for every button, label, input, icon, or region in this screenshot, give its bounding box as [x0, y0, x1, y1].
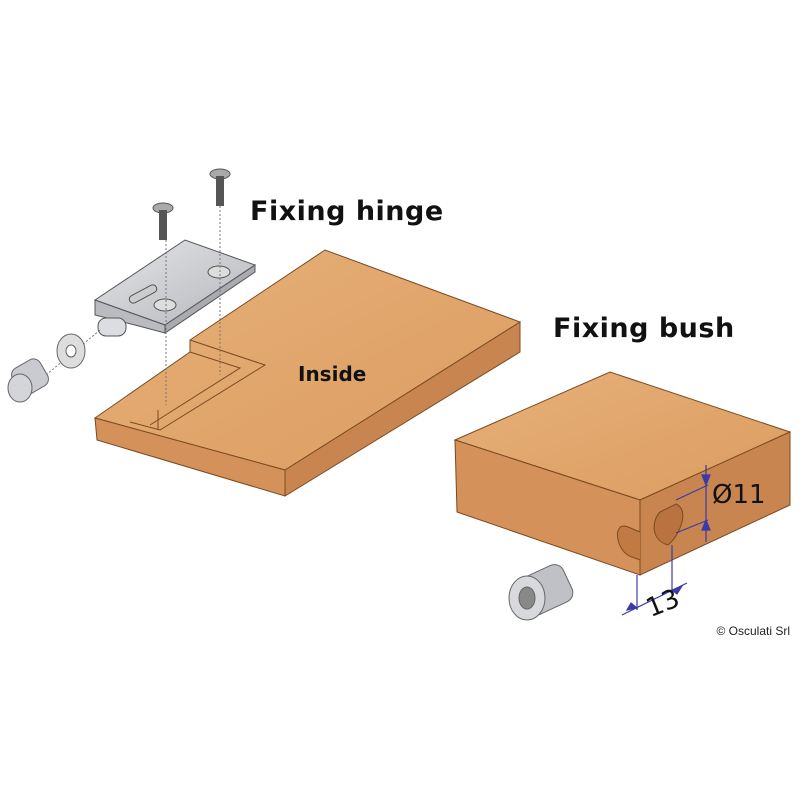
- fixing-hinge-label: Fixing hinge: [250, 196, 444, 227]
- copyright-notice: © Osculati Srl: [716, 624, 790, 638]
- board-side-face: [284, 321, 521, 497]
- hinge-plate: [93, 239, 257, 337]
- hinge-board: [93, 249, 522, 497]
- alignment-lines: [39, 206, 221, 405]
- fixing-bush-icon: [508, 564, 574, 621]
- fixing-bush-label: Fixing bush: [553, 313, 735, 344]
- rebate-edge-inner: [149, 351, 242, 426]
- bush-board: [453, 371, 792, 576]
- washer-icon: [56, 333, 86, 369]
- rebate-edge: [129, 339, 267, 431]
- inside-label: Inside: [298, 362, 367, 386]
- diameter-dimension: Ø11: [712, 480, 766, 510]
- screw-icon: [152, 168, 231, 240]
- dimension-lines: [621, 465, 711, 616]
- bush-icon: [7, 358, 49, 403]
- bush-hole: [616, 525, 641, 561]
